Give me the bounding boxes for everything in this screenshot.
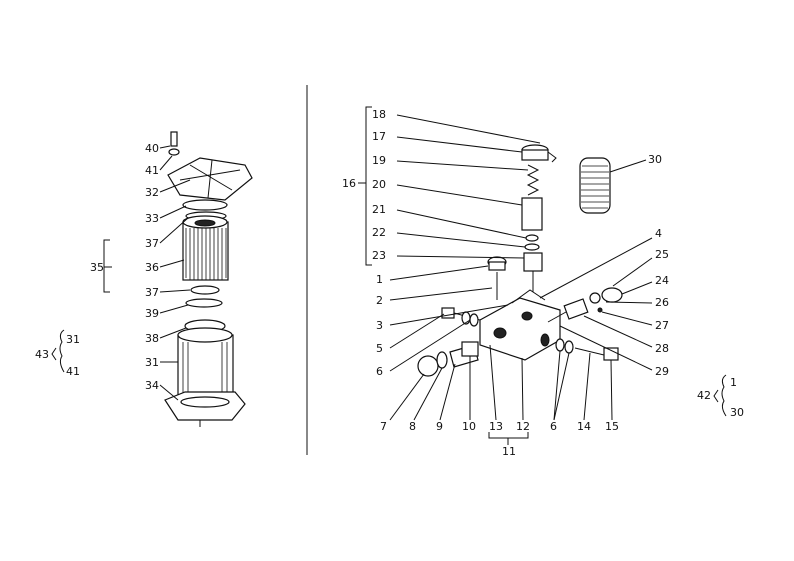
part-14-bolt — [574, 347, 605, 356]
legend-42: 42 1 30 — [697, 374, 744, 419]
part-15-bolt-head — [603, 347, 619, 361]
label-6-left: 6 — [376, 365, 383, 378]
label-38: 38 — [145, 332, 159, 345]
label-16: 16 — [342, 177, 356, 190]
label-33: 33 — [145, 212, 159, 225]
label-31: 31 — [145, 356, 159, 369]
part-6-washer-right-b — [564, 340, 574, 354]
filter-core — [194, 219, 216, 227]
part-24-cap — [601, 287, 623, 303]
label-21: 21 — [372, 203, 386, 216]
label-30: 30 — [648, 153, 662, 166]
label-7: 7 — [380, 420, 387, 433]
right-leader-lines — [389, 114, 653, 445]
label-37-bottom: 37 — [145, 286, 159, 299]
part-19-spring — [526, 164, 540, 196]
part-5-bolt-head — [441, 307, 455, 319]
filter-pleats — [185, 228, 227, 280]
label-15: 15 — [605, 420, 619, 433]
bowl-shading — [182, 342, 228, 395]
left-filter-assembly: 40 41 32 33 37 35 36 37 39 38 31 34 43 3… — [35, 131, 253, 427]
label-3: 3 — [376, 319, 383, 332]
part-28-fitting — [563, 298, 589, 320]
label-4: 4 — [655, 227, 662, 240]
part-18-clip — [547, 151, 557, 163]
label-24: 24 — [655, 274, 669, 287]
label-37-top: 37 — [145, 237, 159, 250]
label-5: 5 — [376, 342, 383, 355]
block-port-left — [493, 327, 507, 339]
label-23: 23 — [372, 249, 386, 262]
label-14: 14 — [577, 420, 591, 433]
label-32: 32 — [145, 186, 159, 199]
part-23-body — [523, 252, 543, 272]
label-20: 20 — [372, 178, 386, 191]
label-36: 36 — [145, 261, 159, 274]
right-valve-assembly: 18 17 19 20 21 22 23 16 30 4 25 24 26 27… — [342, 106, 744, 458]
part-6-washer-left-b — [469, 313, 479, 327]
label-39: 39 — [145, 307, 159, 320]
part-40-screw — [170, 131, 178, 147]
label-41: 41 — [145, 164, 159, 177]
label-25: 25 — [655, 248, 669, 261]
part-6-washer-right-a — [555, 338, 565, 352]
part-10-sleeve — [461, 341, 479, 357]
plug-body — [488, 261, 506, 271]
label-18: 18 — [372, 108, 386, 121]
cap-body — [521, 149, 549, 161]
fitting-thread — [547, 311, 567, 323]
legend-43: 43 31 41 — [35, 329, 80, 378]
part-41-washer — [168, 148, 180, 156]
label-34: 34 — [145, 379, 159, 392]
part-37-seal-bottom — [190, 285, 220, 295]
part-39-washer — [185, 298, 223, 308]
label-26: 26 — [655, 296, 669, 309]
label-13: 13 — [489, 420, 503, 433]
left-leader-lines — [103, 145, 191, 401]
label-28: 28 — [655, 342, 669, 355]
label-29: 29 — [655, 365, 669, 378]
block-port-right — [540, 333, 550, 347]
label-35: 35 — [90, 261, 104, 274]
legend-43-key: 43 — [35, 348, 49, 361]
part-8-washer — [436, 351, 448, 369]
part-31-bowl — [177, 334, 234, 398]
part-7-nut — [417, 355, 439, 377]
legend-42-top: 1 — [730, 376, 737, 389]
label-17: 17 — [372, 130, 386, 143]
label-12: 12 — [516, 420, 530, 433]
part-33-gasket — [182, 199, 228, 211]
part-27-ball — [597, 307, 603, 313]
part-20-tube — [521, 197, 543, 231]
label-22: 22 — [372, 226, 386, 239]
bowl-top-ellipse — [177, 327, 233, 343]
legend-42-key: 42 — [697, 389, 711, 402]
bracket-16 — [365, 106, 372, 266]
label-8: 8 — [409, 420, 416, 433]
label-1: 1 — [376, 273, 383, 286]
label-19: 19 — [372, 154, 386, 167]
block-port-top — [521, 311, 533, 321]
base-ellipse — [180, 396, 230, 408]
label-2: 2 — [376, 294, 383, 307]
part-21-ring — [525, 234, 539, 242]
part-25-washer — [589, 292, 601, 304]
label-40: 40 — [145, 142, 159, 155]
legend-42-bottom: 30 — [730, 406, 744, 419]
legend-43-bottom: 41 — [66, 365, 80, 378]
label-10: 10 — [462, 420, 476, 433]
legend-43-top: 31 — [66, 333, 80, 346]
label-27: 27 — [655, 319, 669, 332]
label-11: 11 — [502, 445, 516, 458]
cover-ribs — [179, 159, 241, 199]
element-ribs — [581, 165, 609, 209]
label-9: 9 — [436, 420, 443, 433]
label-6-right: 6 — [550, 420, 557, 433]
part-4-arm — [511, 289, 546, 304]
part-22-ring — [524, 243, 540, 251]
